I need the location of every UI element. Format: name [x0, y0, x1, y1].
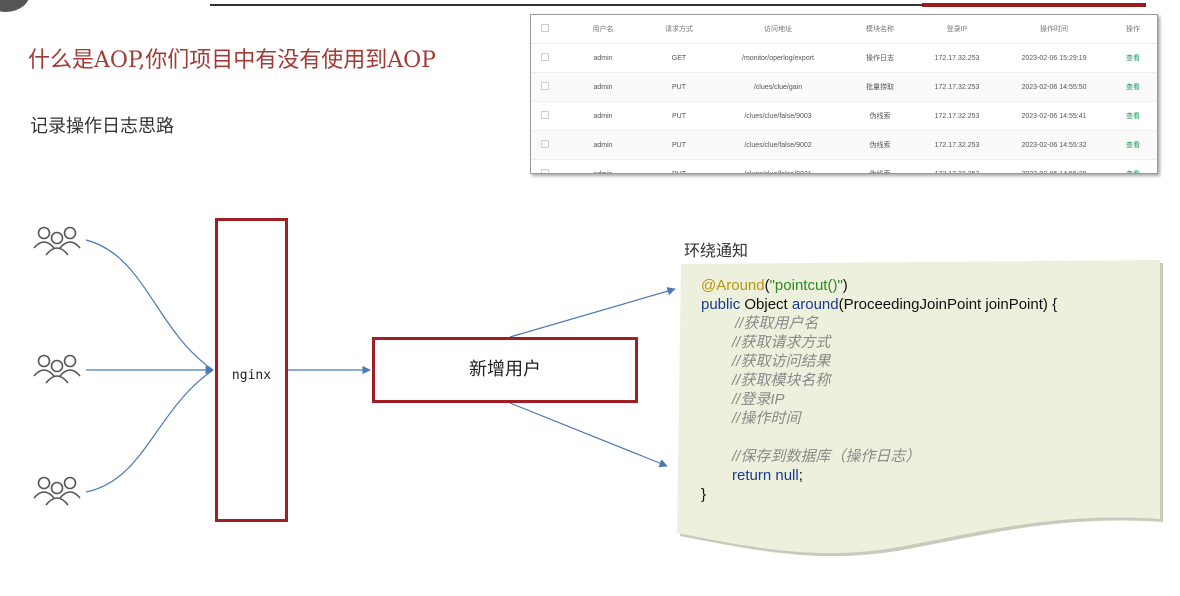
row-checkbox[interactable]	[531, 72, 559, 102]
table-cell-module: 批量捞取	[845, 72, 915, 102]
code-keyword: public	[701, 296, 741, 313]
view-link[interactable]: 查看	[1109, 101, 1157, 131]
table-cell-time: 2023-02-06 14:55:41	[999, 101, 1109, 131]
select-all-checkbox[interactable]	[531, 15, 559, 44]
table-cell-user: admin	[559, 43, 647, 73]
nginx-box: nginx	[215, 218, 288, 522]
table-cell-url: /clues/clue/false/9002	[711, 130, 845, 160]
add-user-box: 新增用户	[372, 337, 638, 403]
table-cell-method: GET	[647, 43, 711, 73]
table-cell-ip: 172.17.32.253	[915, 43, 999, 73]
table-cell-ip: 172.17.32.253	[915, 101, 999, 131]
nginx-label: nginx	[231, 368, 272, 383]
column-header: 用户名	[559, 15, 647, 44]
code-block: @Around("pointcut()") public Object arou…	[701, 277, 1058, 503]
view-link[interactable]: 查看	[1109, 43, 1157, 73]
code-comment: //操作时间	[732, 410, 801, 427]
table-cell-ip: 172.17.32.253	[915, 130, 999, 160]
page-title: 什么是AOP,你们项目中有没有使用到AOP	[28, 48, 436, 73]
column-header: 登录IP	[915, 15, 999, 44]
table-cell-url: /clues/clue/false/9031	[711, 159, 845, 173]
users-icon	[33, 226, 81, 256]
add-user-label: 新增用户	[469, 359, 541, 380]
code-method: around	[791, 296, 839, 313]
table-cell-module: 伪线索	[845, 101, 915, 131]
code-comment: //获取请求方式	[732, 334, 831, 351]
code-note-shape	[677, 260, 1160, 554]
code-string: "pointcut()"	[769, 277, 843, 294]
row-checkbox[interactable]	[531, 101, 559, 131]
table-cell-url: /monitor/operlog/export	[711, 43, 845, 73]
code-close-brace: }	[701, 486, 707, 503]
request-curve-bottom	[85, 369, 214, 493]
column-header: 模块名称	[845, 15, 915, 44]
request-curve-top	[85, 239, 214, 371]
table-row: adminPUT/clues/clue/false/9031伪线索172.17.…	[531, 159, 1157, 173]
column-header: 操作	[1109, 15, 1157, 44]
view-link[interactable]: 查看	[1109, 159, 1157, 173]
table-header-row: 用户名 请求方式 访问地址 模块名称 登录IP 操作时间 操作	[531, 15, 1157, 44]
users-icon	[33, 476, 81, 506]
table-cell-ip: 172.17.32.253	[915, 159, 999, 173]
row-checkbox[interactable]	[531, 159, 559, 173]
view-link[interactable]: 查看	[1109, 72, 1157, 102]
table-cell-url: /clues/clue/gain	[711, 72, 845, 102]
table-cell-time: 2023-02-06 14:55:28	[999, 159, 1109, 173]
code-comment: //获取访问结果	[732, 353, 831, 370]
code-return: return null	[732, 467, 799, 484]
column-header: 请求方式	[647, 15, 711, 44]
row-checkbox[interactable]	[531, 43, 559, 73]
page-subtitle: 记录操作日志思路	[30, 116, 174, 137]
table-cell-method: PUT	[647, 101, 711, 131]
around-advice-label: 环绕通知	[684, 241, 749, 260]
code-comment: //保存到数据库（操作日志）	[732, 448, 921, 465]
table-cell-method: PUT	[647, 72, 711, 102]
table-cell-method: PUT	[647, 130, 711, 160]
users-icon	[33, 354, 81, 384]
view-link[interactable]: 查看	[1109, 130, 1157, 160]
table-cell-ip: 172.17.32.253	[915, 72, 999, 102]
table-cell-time: 2023-02-06 14:55:50	[999, 72, 1109, 102]
header-rule	[210, 4, 1146, 6]
table-cell-module: 操作日志	[845, 43, 915, 73]
table-cell-time: 2023-02-06 14:55:32	[999, 130, 1109, 160]
table-cell-time: 2023-02-06 15:29:19	[999, 43, 1109, 73]
table-cell-user: admin	[559, 72, 647, 102]
table-cell-module: 伪线索	[845, 159, 915, 173]
advice-return-arrow	[509, 402, 668, 468]
column-header: 操作时间	[999, 15, 1109, 44]
code-comment: //登录IP	[732, 391, 785, 408]
code-comment: //获取用户名	[735, 315, 819, 332]
header-accent	[922, 3, 1146, 7]
row-checkbox[interactable]	[531, 130, 559, 160]
adduser-to-advice-arrow	[509, 287, 676, 338]
table-cell-user: admin	[559, 130, 647, 160]
code-annotation: @Around	[701, 277, 765, 294]
table-cell-module: 伪线索	[845, 130, 915, 160]
table-cell-user: admin	[559, 101, 647, 131]
table-cell-method: PUT	[647, 159, 711, 173]
code-comment: //获取模块名称	[732, 372, 831, 389]
column-header: 访问地址	[711, 15, 845, 44]
table-cell-user: admin	[559, 159, 647, 173]
table-cell-url: /clues/clue/false/9003	[711, 101, 845, 131]
